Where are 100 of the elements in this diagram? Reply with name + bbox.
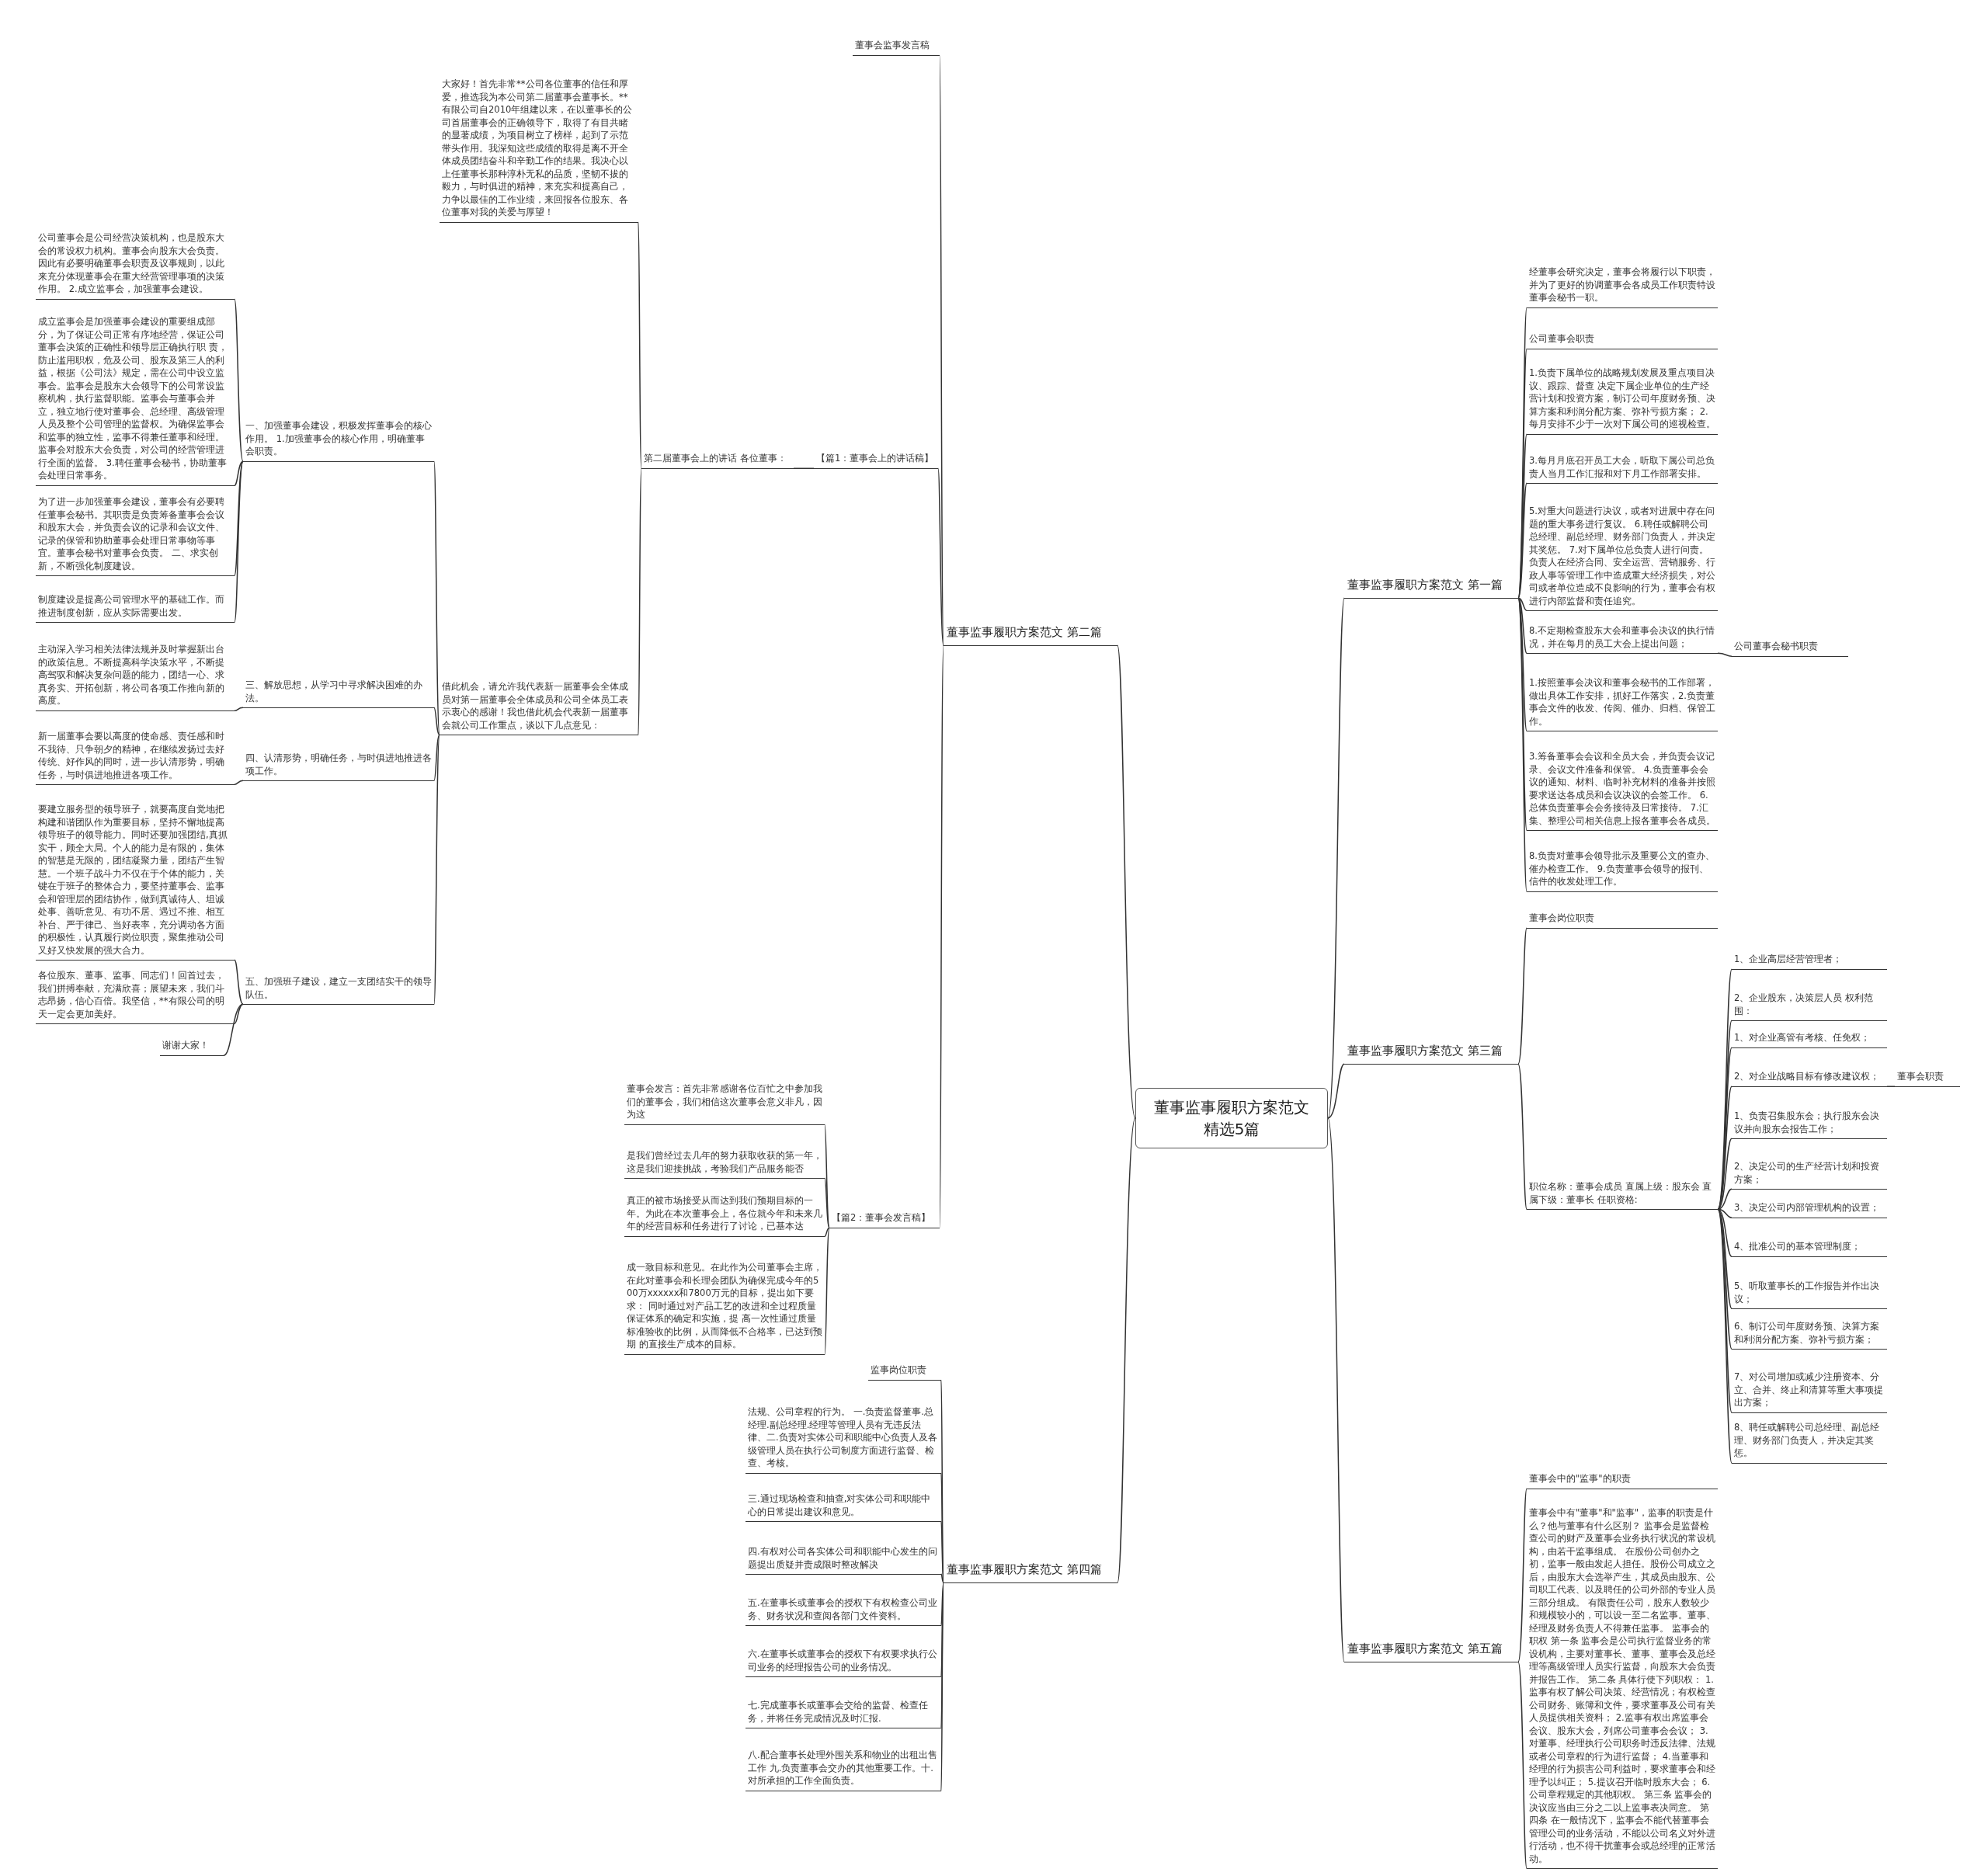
connector-line xyxy=(1117,1117,1136,1583)
topic-text: 一、加强董事会建设，积极发挥董事会的核心作用。 1.加强董事会的核心作用，明确董事会职责。 xyxy=(243,419,434,462)
connector-line xyxy=(1517,433,1527,599)
topic-text: 董事会中有"董事"和"监事"，监事的职责是什么？他与董事有什么区别？ 监事会是监督检查公司的财产及董事会业务执行状况的常设机构，由若干监事组成。 在股份公司创办之初，监事一般由发起人担任。股份公司成立之后，由股东大会选举产生，其成员由股东、公司职工代表、以及聘任的公司外部的专业人员三部分组成。 有限责任公司，股东人数较少和规模较小的，可以设一至二名监事。董事、经理及财务负责人不得兼任监事。 监事会的职权 第一条 监事会是公司执行监督业务的常设机构，主要对董事长、董事、董事会及总经理等高级管理人员实行监督，向股东大会负责并报告工作。 第二条 具体行使下列职权： 1.监事有权了解公司决策、经营情况；有权检查公司财务、账簿和文件，要求董事及公司有关人员提供相关资料； 2.监事有权出席监事会会议、股东大会，列席公司董事会会议； 3.对董事、经理执行公司职务时违反法律、法规或者公司章程的行为进行监督； 4.当董事和经理的行为损害公司利益时，要求董事会和经理予以纠正； 5.提议召开临时股东大会； 6.公司章程规定的其他职权。 第三条 监事会的决议应当由三分之二以上监事表决同意。 第四条 在一般情况下，监事会不能代替董事会管理公司的业务活动，不能以公司名义对外进行活动，也不得干扰董事会或总经理的正常活动。 xyxy=(1527,1506,1718,1869)
topic-text: 主动深入学习相关法律法规并及时掌握新出台的政策信息。不断提高科学决策水平，不断提高驾驭和解决复杂问题的能力，团结一心、求真务实、开拓创新，将公司各项工作推向新的高度。 xyxy=(36,643,235,711)
connector-line xyxy=(1717,1208,1733,1350)
connector-line xyxy=(1517,597,1527,611)
connector-line xyxy=(1327,1117,1345,1662)
connector-line xyxy=(234,460,244,486)
topic-text: 【篇1：董事会上的讲话稿】 xyxy=(814,452,938,469)
topic-text: 各位股东、董事、监事、同志们！回首过去，我们拼搏奉献，充满欣喜；展望未来，我们斗志昂扬，信心百倍。我坚信，**有限公司的明天一定会更加美好。 xyxy=(36,969,235,1024)
connector-line xyxy=(234,460,244,623)
topic-text: 五、加强班子建设，建立一支团结实干的领导队伍。 xyxy=(243,975,434,1005)
topic-text: 公司董事会秘书职责 xyxy=(1732,640,1848,657)
topic-text: 新一届董事会要以高度的使命感、责任感和时不我待、只争朝夕的精神，在继续发扬过去好传统、好作风的同时，进一步认清形势，明确任务，与时俱进地推进各项工作。 xyxy=(36,730,235,785)
topic-text: 为了进一步加强董事会建设，董事会有必要聘任董事会秘书。其职责是负责筹备董事会会议和股东大会，并负责会议的记录和会议文件、记录的保管和协助董事会处理日常事物等事宜。董事会秘书对董事会负责。 二、求实创新，不断强化制度建设。 xyxy=(36,495,235,576)
connector-line xyxy=(1327,1063,1345,1119)
topic-text: 经董事会研究决定，董事会将履行以下职责，并为了更好的协调董事会各成员工作职责特设董事会秘书一职。 xyxy=(1527,266,1718,308)
connector-line xyxy=(824,1227,830,1237)
topic-text: 董事会中的"监事"的职责 xyxy=(1527,1472,1718,1489)
connector-line xyxy=(940,1582,944,1728)
connector-line xyxy=(433,734,440,1005)
connector-line xyxy=(1717,1138,1733,1210)
branch-topic: 董事监事履职方案范文 第五篇 xyxy=(1344,1640,1518,1662)
central-topic: 董事监事履职方案范文精选5篇 xyxy=(1135,1088,1328,1148)
topic-text: 监事岗位职责 xyxy=(868,1364,941,1381)
topic-text: 大家好！首先非常**公司各位董事的信任和厚爱，推选我为本公司第二届董事会董事长。**有限公司自2010年组建以来，在以董事长的公司首届董事会的正确领导下，取得了有目共睹的显著成绩，为项目树立了榜样，起到了示范带头作用。我深知这些成绩的取得是离不开全体成员团结奋斗和辛勤工作的结果。我决心以上任董事长那种淳朴无私的品质，坚韧不拔的毅力，与时俱进的精神，来充实和提高自己，力争以最佳的工作业绩，来回报各位股东、各位董事对我的关爱与厚望！ xyxy=(440,78,638,223)
connector-line xyxy=(824,1177,830,1228)
connector-line xyxy=(1517,1661,1527,1869)
connector-line xyxy=(1517,1488,1527,1662)
connector-line xyxy=(940,1582,944,1677)
connector-line xyxy=(433,707,440,735)
topic-text: 1.负责下属单位的战略规划发展及重点项目决议、跟踪、督查 决定下属企业单位的生产经营计划和投资方案，制订公司年度财务预、决算方案和利润分配方案、弥补亏损方案； 2.每月安排不少于一次对下属公司的巡视检查。 xyxy=(1527,367,1718,435)
topic-text: 公司董事会职责 xyxy=(1527,332,1718,349)
connector-line xyxy=(234,707,244,711)
topic-text: 六.在董事长或董事会的授权下有权要求执行公司业务的经理报告公司的业务情况。 xyxy=(746,1648,941,1677)
connector-line xyxy=(1717,1208,1733,1218)
connector-line xyxy=(1886,1086,1896,1087)
topic-text: 第二届董事会上的讲话 各位董事： xyxy=(641,452,794,469)
connector-line xyxy=(793,467,815,469)
topic-text: 八.配合董事长处理外围关系和物业的出租出售工作 九.负责董事会交办的其他重要工作。十.对所承担的工作全面负责。 xyxy=(746,1749,941,1791)
topic-text: 2、对企业战略目标有修改建议权； xyxy=(1732,1070,1887,1087)
topic-text: 1、企业高层经营管理者； xyxy=(1732,953,1887,970)
connector-line xyxy=(234,959,244,1005)
topic-text: 8.负责对董事会领导批示及重要公文的查办、催办检查工作。 9.负责董事会领导的报刊、信件的收发处理工作。 xyxy=(1527,849,1718,892)
topic-text: 成一致目标和意见。在此作为公司董事会主席，在此对董事会和长理会团队为确保完成今年的500万xxxxxx和7800万元的目标，提出如下要求： 同时通过对产品工艺的改进和全过程质量保证体系的确定和实施，提 高一次性通过质量标准验收的比例，从而降低不合格率，已达到预期 的直接生产成本的目标。 xyxy=(624,1261,825,1355)
topic-text: 4、批准公司的基本管理制度； xyxy=(1732,1240,1887,1257)
connector-line xyxy=(1517,597,1527,654)
topic-text: 8.不定期检查股东大会和董事会决议的执行情况，并在每月的员工大会上提出问题； xyxy=(1527,624,1718,654)
topic-text: 1.按照董事会决议和董事会秘书的工作部署，做出具体工作安排，抓好工作落实，2.负责董事会文件的收发、传阅、催办、归档、保管工作。 xyxy=(1527,676,1718,731)
topic-text: 1、对企业高管有考核、任免权； xyxy=(1732,1031,1887,1048)
connector-line xyxy=(223,1003,244,1056)
connector-line xyxy=(1717,652,1733,657)
topic-text: 3、决定公司内部管理机构的设置； xyxy=(1732,1201,1887,1218)
connector-line xyxy=(234,460,244,576)
topic-text: 法规、公司章程的行为。 一.负责监督董事.总经理.副总经理.经理等管理人员有无违反法律、二.负责对实体公司和职能中心负责人及各级管理人员在执行公司制度方面进行监督、检查、考核。 xyxy=(746,1405,941,1474)
topic-text: 借此机会，请允许我代表新一届董事会全体成员对第一届董事会全体成员和公司全体员工表示衷心的感谢！我也借此机会代表新一届董事会就公司工作重点，谈以下几点意见： xyxy=(440,680,638,735)
topic-text: 四、认清形势，明确任务，与时俱进地推进各项工作。 xyxy=(243,752,434,781)
topic-text: 制度建设是提高公司管理水平的基础工作。而推进制度创新，应从实际需要出发。 xyxy=(36,593,235,623)
connector-line xyxy=(824,1124,830,1228)
topic-text: 6、制订公司年度财务预、决算方案和利润分配方案、弥补亏损方案； xyxy=(1732,1320,1887,1350)
connector-line xyxy=(433,460,440,735)
connector-line xyxy=(1717,1208,1733,1464)
connector-line xyxy=(433,734,440,781)
topic-text: 5.对重大问题进行决议，或者对进展中存在问题的重大事务进行复议。 6.聘任或解聘公司总经理、副总经理、财务部门负责人，并决定其奖惩。 7.对下属单位总负责人进行问责。负责人在经济合同、安全运营、营销服务、行政人事等管理工作中造成重大经济损失，对公司或者单位造成不良影响的行为，董事会有权进行内部监督和责任追究。 xyxy=(1527,505,1718,611)
topic-text: 成立监事会是加强董事会建设的重要组成部分，为了保证公司正常有序地经营，保证公司董事会决策的正确性和领导层正确执行职 责，防止滥用职权，危及公司、股东及第三人的利益，根据《公司法》规定，需在公司中设立监事会。监事会是股东大会领导下的公司常设监察机构，执行监督职能。监事会与董事会并立，独立地行使对董事会、总经理、高级管理人员及整个公司管理的监督权。为确保监事会和监事的独立性，监事不得兼任董事和经理。监事会对股东大会负责，对公司的经营管理进行全面的监督。 3.聘任董事会秘书，协助董事会处理日常事务。 xyxy=(36,315,235,486)
branch-topic: 董事监事履职方案范文 第一篇 xyxy=(1344,576,1518,599)
topic-text: 7、对公司增加或减少注册资本、分立、合并、终止和清算等重大事项提出方案； xyxy=(1732,1371,1887,1413)
connector-line xyxy=(1717,1086,1733,1210)
connector-line xyxy=(1517,1063,1527,1210)
topic-text: 2、决定公司的生产经营计划和投资方案； xyxy=(1732,1160,1887,1190)
connector-line xyxy=(940,1582,944,1626)
connector-line xyxy=(638,467,642,735)
connector-line xyxy=(824,1227,830,1355)
connector-line xyxy=(1717,1208,1733,1309)
connector-line xyxy=(234,298,244,462)
topic-text: 5、听取董事长的工作报告并作出决议； xyxy=(1732,1280,1887,1309)
connector-line xyxy=(1717,1208,1733,1257)
topic-text: 【篇2：董事会发言稿】 xyxy=(829,1211,940,1228)
topic-text: 真正的被市场接受从而达到我们预期目标的一年。为此在本次董事会上，各位就今年和未来几年的经营目标和任务进行了讨论，已基本达 xyxy=(624,1194,825,1237)
topic-text: 七.完成董事长或董事会交给的监督、检查任务，并将任务完成情况及时汇报. xyxy=(746,1699,941,1728)
topic-text: 谢谢大家！ xyxy=(160,1039,224,1056)
connector-line xyxy=(638,221,642,469)
connector-line xyxy=(1327,597,1345,1119)
connector-line xyxy=(1517,597,1527,731)
topic-text: 三、解放思想，从学习中寻求解决困难的办法。 xyxy=(243,679,434,708)
topic-text: 职位名称：董事会成员 直属上级：股东会 直属下级：董事长 任职资格: xyxy=(1527,1180,1718,1210)
topic-text: 五.在董事长或董事会的授权下有权检查公司业务、财务状况和查阅各部门文件资料。 xyxy=(746,1596,941,1626)
topic-text: 四.有权对公司各实体公司和职能中心发生的问题提出质疑并责成限时整改解决 xyxy=(746,1545,941,1575)
connector-line xyxy=(234,780,244,785)
connector-line xyxy=(940,1520,944,1583)
connector-line xyxy=(1517,597,1527,892)
connector-line xyxy=(1717,1188,1733,1210)
topic-text: 董事会监事发言稿 xyxy=(853,39,940,56)
topic-text: 三.通过现场检查和抽查,对实体公司和职能中心的日常提出建议和意见。 xyxy=(746,1492,941,1522)
connector-line xyxy=(234,1003,244,1024)
topic-text: 董事会岗位职责 xyxy=(1527,912,1718,929)
topic-text: 3.每月月底召开员工大会，听取下属公司总负责人当月工作汇报和对下月工作部署安排。 xyxy=(1527,454,1718,484)
connector-line xyxy=(1517,482,1527,599)
connector-line xyxy=(1517,927,1527,1065)
